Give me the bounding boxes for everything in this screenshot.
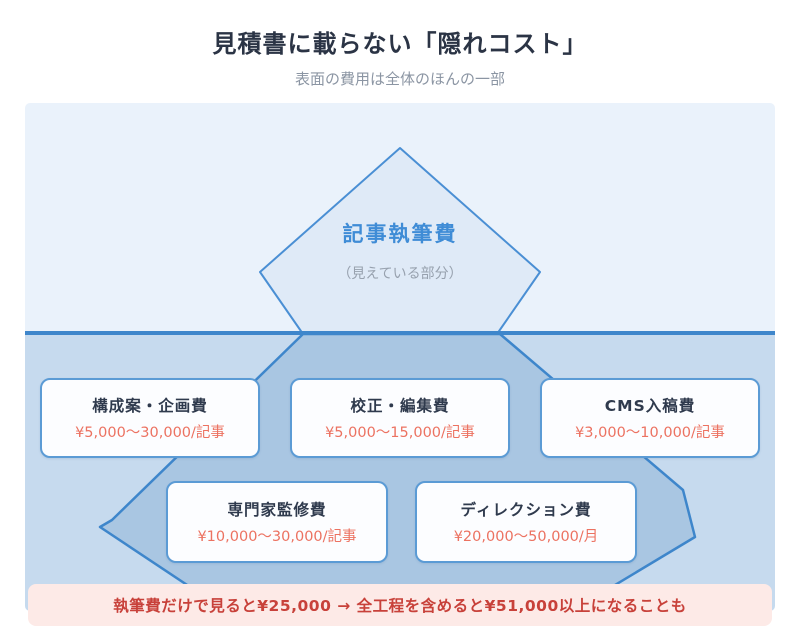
cost-name: 校正・編集費 — [350, 397, 450, 415]
hidden-cost-card-planning: 構成案・企画費 ¥5,000〜30,000/記事 — [40, 378, 260, 458]
cost-name: ディレクション費 — [460, 501, 592, 519]
waterline — [25, 331, 775, 335]
iceberg-underwater-shape — [98, 332, 697, 611]
page-subtitle: 表面の費用は全体のほんの一部 — [294, 70, 505, 88]
visible-cost-sublabel: （見えている部分） — [337, 266, 463, 282]
summary-text: 執筆費だけで見ると¥25,000 → 全工程を含めると¥51,000以上になるこ… — [113, 597, 687, 615]
cost-price: ¥5,000〜30,000/記事 — [75, 425, 225, 441]
iceberg-diagram — [25, 103, 775, 611]
cost-price: ¥3,000〜10,000/記事 — [575, 425, 725, 441]
hidden-cost-card-direction: ディレクション費 ¥20,000〜50,000/月 — [415, 481, 637, 563]
cost-name: 構成案・企画費 — [92, 397, 208, 415]
page-title: 見積書に載らない「隠れコスト」 — [212, 30, 588, 58]
cost-name: 専門家監修費 — [227, 501, 327, 519]
cost-price: ¥20,000〜50,000/月 — [453, 529, 599, 545]
hidden-cost-card-cms: CMS入稿費 ¥3,000〜10,000/記事 — [540, 378, 760, 458]
cost-name: CMS入稿費 — [604, 397, 696, 415]
iceberg-shapes — [25, 147, 775, 611]
hidden-cost-card-editing: 校正・編集費 ¥5,000〜15,000/記事 — [290, 378, 510, 458]
hidden-cost-card-supervision: 専門家監修費 ¥10,000〜30,000/記事 — [166, 481, 388, 563]
cost-price: ¥5,000〜15,000/記事 — [325, 425, 475, 441]
cost-price: ¥10,000〜30,000/記事 — [197, 529, 357, 545]
summary-banner: 執筆費だけで見ると¥25,000 → 全工程を含めると¥51,000以上になるこ… — [28, 584, 772, 626]
visible-cost-label: 記事執筆費 — [342, 222, 458, 246]
